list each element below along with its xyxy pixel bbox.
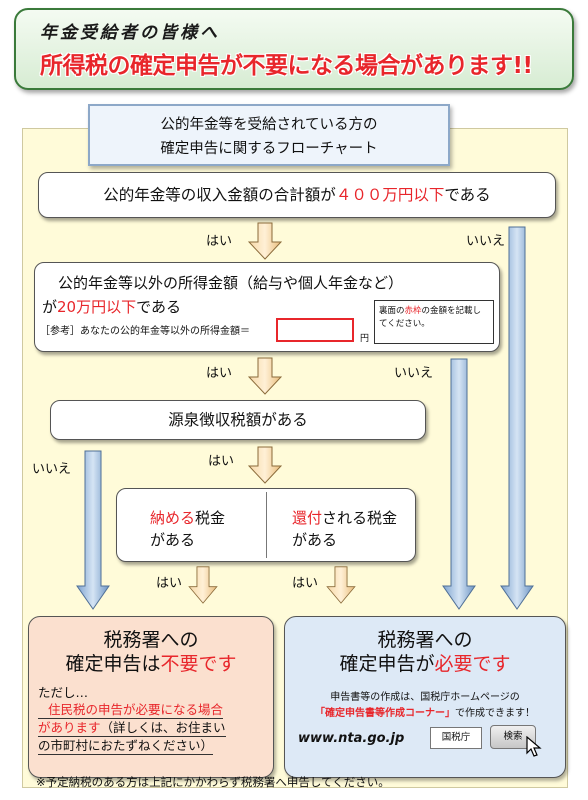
other-income-amount-field[interactable] <box>276 318 354 342</box>
q1-text-pre: 公的年金等の収入金額の合計額が <box>103 186 336 204</box>
q2-line2-post: である <box>136 298 181 316</box>
result-right-title1: 税務署への <box>377 629 473 651</box>
result-right-text1: 申告書等の作成は、国税庁ホームページの <box>330 692 520 703</box>
no-label-2: いいえ <box>394 366 434 381</box>
q4-right-highlight: 還付 <box>292 509 323 527</box>
header-subtitle: 年金受給者の皆様へ <box>40 23 220 43</box>
result-right-title2-pre: 確定申告が <box>339 653 435 675</box>
q4-right-line2: がある <box>292 531 338 549</box>
flowchart-title-line2: 確定申告に関するフローチャート <box>160 141 378 157</box>
header-title: 所得税の確定申告が不要になる場合があります!! <box>40 53 533 79</box>
yes-arrow-1 <box>248 222 282 260</box>
result-left-title1: 税務署への <box>103 629 199 651</box>
note-post: の金額を記載してください。 <box>379 306 482 329</box>
no-arrow-2 <box>442 358 476 610</box>
q2-line2-pre: が <box>42 298 58 316</box>
result-left-line1: ただし… <box>38 685 89 700</box>
no-label-3: いいえ <box>32 462 72 477</box>
yes-label-2: はい <box>206 366 233 381</box>
flowchart-title-line1: 公的年金等を受給されている方の <box>160 117 378 133</box>
result-right-text2-rest: で作成できます！ <box>455 708 535 719</box>
yes-label-3: はい <box>208 454 235 469</box>
yes-arrow-2 <box>248 357 282 395</box>
no-label-1: いいえ <box>466 234 506 249</box>
q1-highlight: ４００万円以下 <box>335 186 445 204</box>
result-left-title2-pre: 確定申告は <box>65 653 161 675</box>
result-left-note: ただし… 住民税の申告が必要になる場合 があります（詳しくは、お住まい の市町村… <box>38 684 270 755</box>
q1-text-post: である <box>444 186 491 204</box>
result-left-line3-highlight: があります <box>38 720 101 735</box>
note-highlight: 赤枠 <box>404 306 422 316</box>
mouse-cursor-icon <box>526 736 542 757</box>
q4-right-rest: される税金 <box>322 509 398 527</box>
flowchart-title: 公的年金等を受給されている方の 確定申告に関するフローチャート <box>88 104 450 166</box>
question-pension-income: 公的年金等の収入金額の合計額が４００万円以下である <box>38 172 556 218</box>
result-right-corner-name: 「確定申告書等作成コーナー」 <box>315 708 455 719</box>
q2-line2: が20万円以下である <box>42 296 181 317</box>
yes-arrow-5 <box>326 566 356 604</box>
no-arrow-1 <box>500 226 534 610</box>
q4-left-line2: がある <box>150 531 196 549</box>
result-left-line4: の市町村におたずねください） <box>38 738 214 755</box>
q2-line1: 公的年金等以外の所得金額（給与や個人年金など） <box>58 274 404 292</box>
no-arrow-3 <box>76 450 110 610</box>
result-left-line2: 住民税の申告が必要になる場合 <box>48 702 224 717</box>
yes-label-4: はい <box>156 576 183 591</box>
yes-label-1: はい <box>206 234 233 249</box>
q2-reference-label: ［参考］あなたの公的年金等以外の所得金額＝ <box>40 326 250 337</box>
result-left-title2-highlight: 不要です <box>160 653 237 675</box>
yes-arrow-3 <box>248 446 282 484</box>
result-right-text2: 「確定申告書等作成コーナー」で作成できます！ <box>284 704 566 719</box>
question-withholding-tax: 源泉徴収税額がある <box>50 400 426 440</box>
yes-arrow-4 <box>188 566 218 604</box>
result-not-required <box>28 616 274 778</box>
footnote: ※予定納税のある方は上記にかかわらず税務署へ申告してください。 <box>36 775 390 789</box>
result-left-title2: 確定申告は不要です <box>28 652 274 676</box>
note-callout: 裏面の赤枠の金額を記載してください。 <box>374 300 494 344</box>
note-pre: 裏面の <box>379 306 405 316</box>
q4-refund: 還付される税金 がある <box>292 507 397 551</box>
search-keyword-box[interactable]: 国税庁 <box>430 727 482 749</box>
website-url[interactable]: www.nta.go.jp <box>298 731 405 746</box>
q4-payable: 納める税金 がある <box>150 507 225 551</box>
result-required <box>284 616 566 778</box>
result-left-line3-rest: （詳しくは、お住まい <box>100 720 226 735</box>
yen-unit: 円 <box>360 334 370 344</box>
yes-label-5: はい <box>292 576 319 591</box>
q2-highlight: 20万円以下 <box>57 298 137 316</box>
q4-left-rest: 税金 <box>195 509 226 527</box>
q4-left-highlight: 納める <box>150 509 196 527</box>
result-right-title2-highlight: 必要です <box>434 653 511 675</box>
q4-divider <box>266 492 267 558</box>
result-right-title2: 確定申告が必要です <box>284 652 566 676</box>
header-banner <box>14 8 574 90</box>
